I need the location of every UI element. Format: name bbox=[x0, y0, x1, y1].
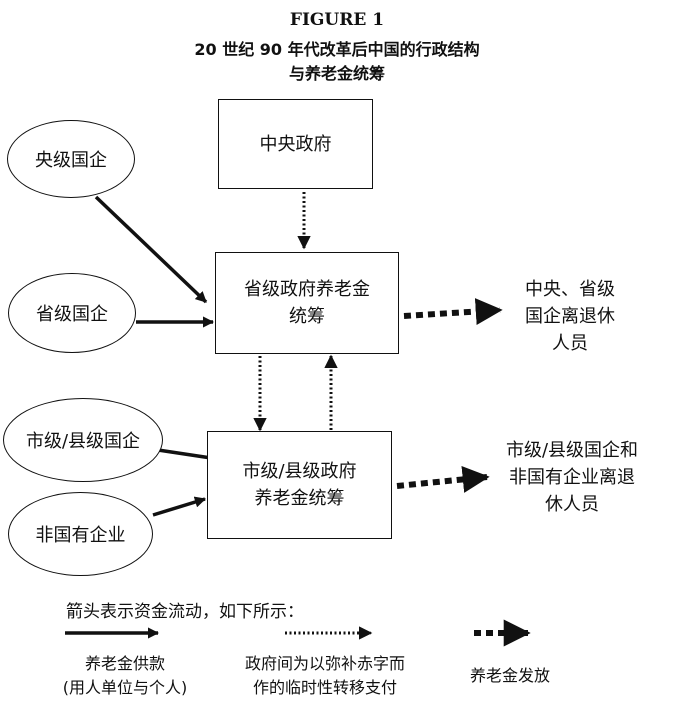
central-government-label: 中央政府 bbox=[259, 133, 332, 155]
contribution-arrow-central-soe bbox=[94, 195, 208, 304]
non-state-enterprise-ellipse: 非国有企业 bbox=[8, 492, 153, 576]
legend-dashed-label: 养老金发放 bbox=[469, 666, 550, 685]
provincial-pool-label: 省级政府养老金 统筹 bbox=[244, 279, 370, 327]
central-provincial-retirees-label: 中央、省级 国企离退休 人员 bbox=[525, 279, 615, 354]
payout-arrow-city bbox=[396, 465, 490, 493]
contribution-arrow-non-state bbox=[152, 496, 207, 517]
non-state-enterprise-label: 非国有企业 bbox=[35, 525, 126, 546]
provincial-pool-box: 省级政府养老金 统筹 bbox=[215, 252, 399, 354]
legend-dotted-label: 政府间为以弥补赤字而 作的临时性转移支付 bbox=[244, 654, 405, 697]
legend-title: 箭头表示资金流动，如下所示： bbox=[66, 602, 304, 622]
provincial-soe-label: 省级国企 bbox=[36, 304, 108, 325]
figure-label: FIGURE 1 bbox=[289, 10, 385, 30]
central-soe-ellipse: 央级国企 bbox=[7, 120, 135, 198]
central-government-box: 中央政府 bbox=[218, 99, 373, 189]
central-soe-label: 央级国企 bbox=[35, 150, 107, 171]
city-county-pool-label: 市级/县级政府 养老金统筹 bbox=[242, 461, 357, 509]
city-county-soe-label: 市级/县级国企 bbox=[25, 431, 141, 452]
figure-title-line2: 与养老金统筹 bbox=[288, 64, 385, 83]
city-county-soe-ellipse: 市级/县级国企 bbox=[3, 398, 163, 482]
figure-title-line1: 20 世纪 90 年代改革后中国的行政结构 bbox=[194, 40, 480, 59]
city-county-retirees-label: 市级/县级国企和 非国有企业离退 休人员 bbox=[505, 440, 639, 515]
city-county-pool-box: 市级/县级政府 养老金统筹 bbox=[207, 431, 392, 539]
provincial-soe-ellipse: 省级国企 bbox=[8, 273, 136, 353]
legend-solid-label: 养老金供款 (用人单位与个人) bbox=[62, 654, 188, 697]
payout-arrow-provincial bbox=[403, 298, 503, 325]
